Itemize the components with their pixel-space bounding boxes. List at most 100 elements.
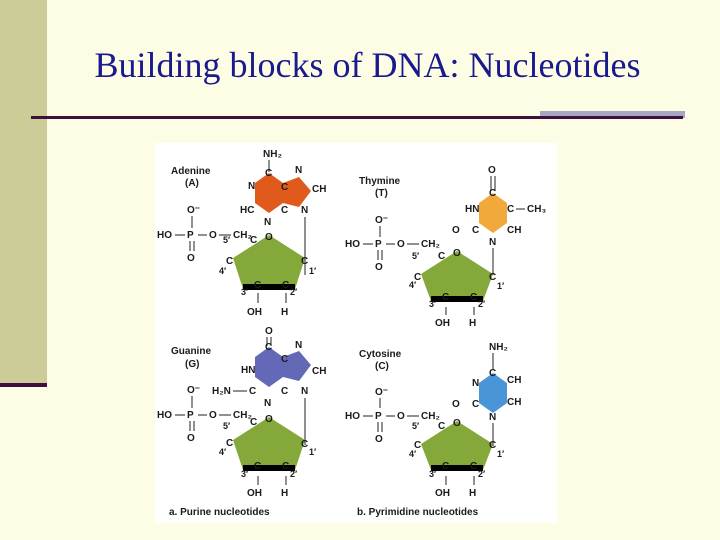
svg-text:2′: 2′	[478, 469, 485, 479]
svg-text:O: O	[452, 225, 460, 236]
svg-text:3′: 3′	[429, 469, 436, 479]
svg-text:HC: HC	[240, 205, 254, 216]
svg-text:C: C	[489, 188, 496, 199]
svg-text:C: C	[226, 256, 233, 267]
nucleotides-figure: Adenine (A) NH₂ C N C N CH HC C N N O⁻ H…	[155, 143, 557, 523]
adenine-name: Adenine	[171, 166, 211, 177]
svg-text:C: C	[438, 251, 445, 262]
adenine-six-ring	[255, 173, 283, 213]
title-rule-accent	[540, 111, 685, 118]
svg-text:CH₂: CH₂	[421, 411, 440, 422]
svg-text:C: C	[226, 438, 233, 449]
svg-text:N: N	[472, 378, 479, 389]
svg-text:O: O	[375, 434, 383, 445]
svg-text:N: N	[489, 412, 496, 423]
svg-text:2′: 2′	[290, 287, 297, 297]
svg-text:O: O	[187, 253, 195, 264]
adenine-five-ring	[283, 177, 311, 207]
svg-text:C: C	[489, 272, 496, 283]
svg-text:O: O	[488, 165, 496, 176]
svg-text:C: C	[414, 440, 421, 451]
svg-text:CH₂: CH₂	[233, 410, 252, 421]
thymine-name: Thymine	[359, 176, 401, 187]
svg-text:C: C	[254, 280, 261, 291]
svg-text:N: N	[248, 181, 255, 192]
guanine-abbr: (G)	[185, 359, 199, 370]
svg-text:C: C	[507, 204, 514, 215]
guanine-name: Guanine	[171, 346, 211, 357]
adenine-nh2: NH₂	[263, 149, 282, 160]
svg-text:C: C	[281, 182, 288, 193]
svg-text:4′: 4′	[409, 449, 416, 459]
svg-text:5′: 5′	[223, 421, 230, 431]
svg-text:O: O	[265, 232, 273, 243]
svg-text:2′: 2′	[290, 469, 297, 479]
svg-text:P: P	[375, 411, 382, 422]
left-decor-band	[0, 0, 47, 383]
svg-text:C: C	[250, 417, 257, 428]
svg-text:C: C	[470, 292, 477, 303]
svg-text:HO: HO	[157, 230, 172, 241]
svg-text:C: C	[265, 168, 272, 179]
svg-text:3′: 3′	[429, 299, 436, 309]
svg-text:O⁻: O⁻	[187, 205, 200, 216]
svg-text:2′: 2′	[478, 299, 485, 309]
svg-text:N: N	[301, 205, 308, 216]
svg-text:C: C	[301, 256, 308, 267]
thymine-ring	[479, 193, 507, 233]
svg-text:C: C	[472, 399, 479, 410]
svg-text:C: C	[254, 461, 261, 472]
cytosine-abbr: (C)	[375, 361, 389, 372]
svg-text:4′: 4′	[219, 266, 226, 276]
svg-text:O: O	[452, 399, 460, 410]
svg-text:CH: CH	[507, 397, 521, 408]
svg-text:C: C	[414, 272, 421, 283]
svg-text:C: C	[265, 342, 272, 353]
svg-text:H: H	[281, 488, 288, 499]
adenine-abbr: (A)	[185, 178, 199, 189]
svg-text:H: H	[281, 307, 288, 318]
svg-text:C: C	[438, 421, 445, 432]
svg-text:P: P	[375, 239, 382, 250]
purine-caption: a. Purine nucleotides	[169, 507, 270, 518]
svg-text:CH₂: CH₂	[421, 239, 440, 250]
svg-text:3′: 3′	[241, 469, 248, 479]
guanine-sugar	[233, 417, 305, 470]
svg-text:C: C	[489, 368, 496, 379]
svg-text:C: C	[442, 292, 449, 303]
svg-text:H: H	[469, 318, 476, 329]
svg-text:1′: 1′	[497, 449, 504, 459]
svg-text:CH: CH	[312, 366, 326, 377]
svg-text:C: C	[281, 354, 288, 365]
thymine-nucleotide: Thymine (T) O C HN C CH₃ O C CH N O⁻ HO …	[345, 165, 546, 329]
cytosine-nucleotide: Cytosine (C) NH₂ C N CH O C CH N O⁻ HO P…	[345, 342, 521, 499]
svg-text:C: C	[250, 235, 257, 246]
svg-text:CH₃: CH₃	[527, 204, 546, 215]
svg-text:O: O	[375, 262, 383, 273]
svg-text:4′: 4′	[409, 280, 416, 290]
svg-text:N: N	[489, 237, 496, 248]
svg-text:1′: 1′	[497, 281, 504, 291]
svg-text:C: C	[249, 386, 256, 397]
svg-text:O: O	[265, 326, 273, 337]
svg-text:4′: 4′	[219, 447, 226, 457]
svg-text:OH: OH	[247, 488, 262, 499]
guanine-six-ring	[255, 347, 283, 387]
svg-text:P: P	[187, 230, 194, 241]
svg-text:NH₂: NH₂	[489, 342, 508, 353]
svg-text:CH₂: CH₂	[233, 230, 252, 241]
svg-text:O: O	[453, 418, 461, 429]
svg-text:O⁻: O⁻	[375, 387, 388, 398]
adenine-nucleotide: Adenine (A) NH₂ C N C N CH HC C N N O⁻ H…	[157, 149, 326, 318]
adenine-sugar	[233, 235, 305, 289]
svg-text:O: O	[209, 410, 217, 421]
svg-text:O⁻: O⁻	[375, 215, 388, 226]
svg-text:N: N	[295, 340, 302, 351]
svg-text:C: C	[472, 225, 479, 236]
slide-title: Building blocks of DNA: Nucleotides	[94, 45, 641, 85]
svg-text:O: O	[397, 411, 405, 422]
cytosine-name: Cytosine	[359, 349, 402, 360]
svg-text:3′: 3′	[241, 287, 248, 297]
svg-text:5′: 5′	[412, 251, 419, 261]
svg-text:C: C	[282, 280, 289, 291]
